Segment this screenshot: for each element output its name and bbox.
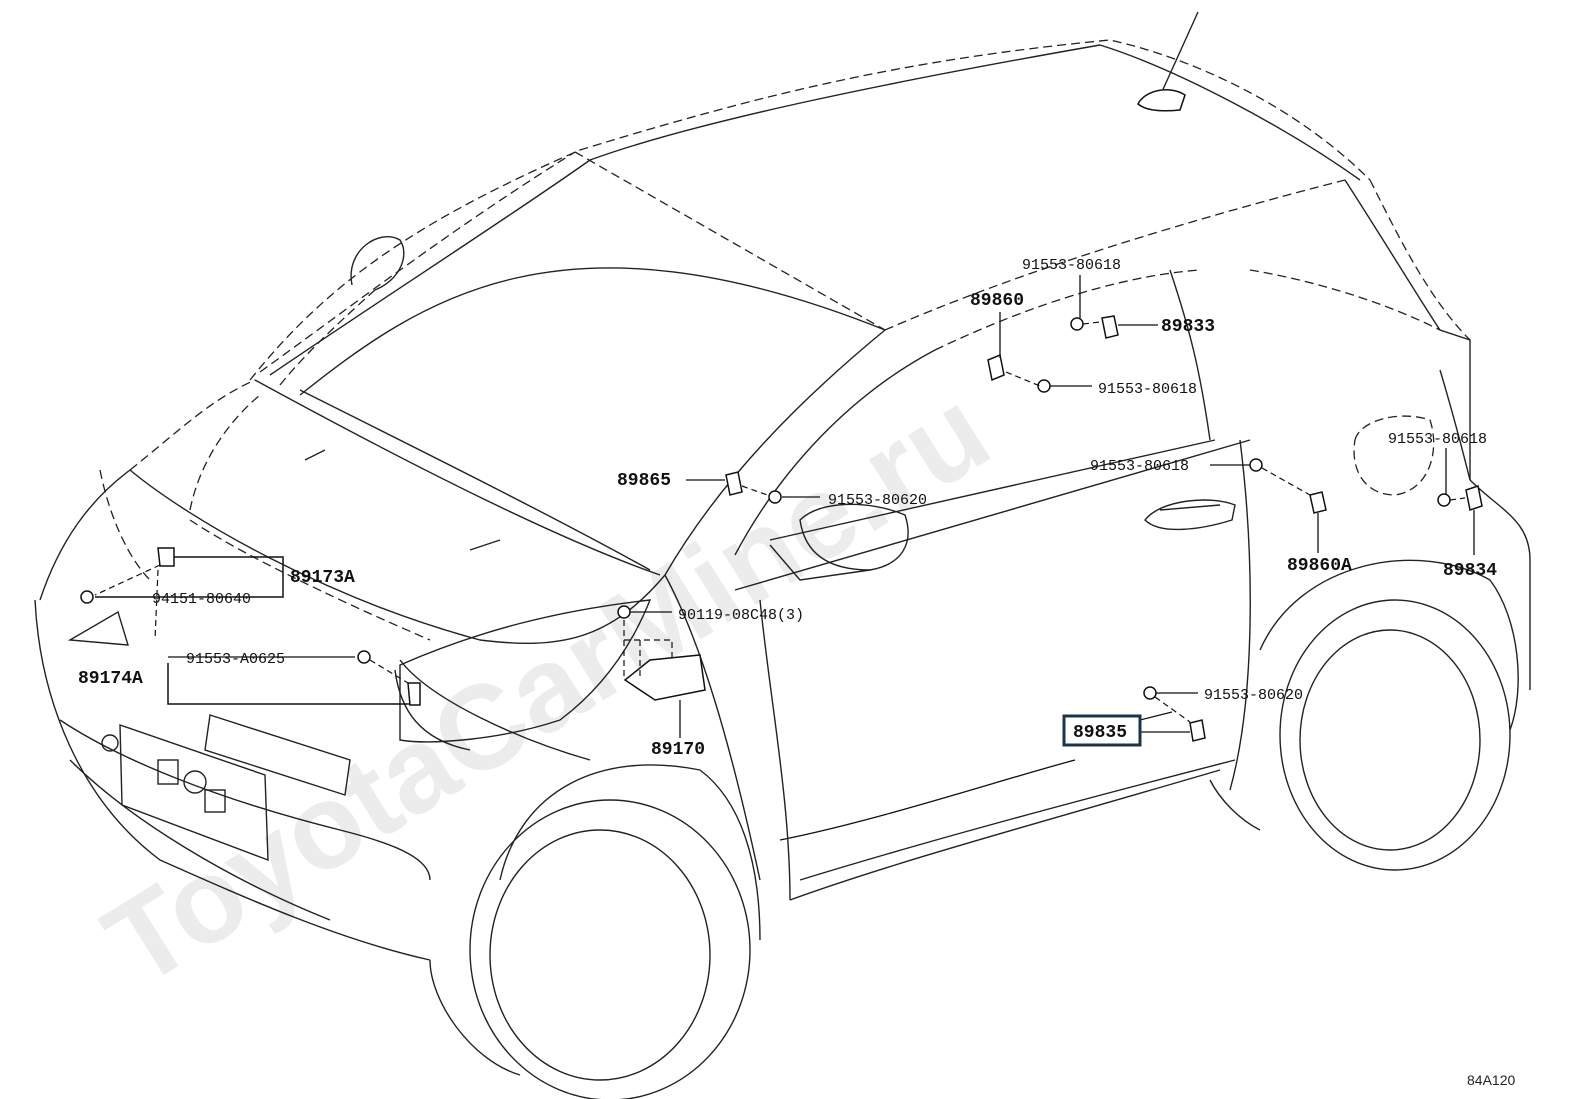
highlight-box-89835 xyxy=(1062,714,1142,747)
diagram-code: 84A120 xyxy=(1467,1072,1515,1088)
label-89170: 89170 xyxy=(651,740,705,760)
label-91553-A0625: 91553-A0625 xyxy=(186,651,285,668)
label-89860: 89860 xyxy=(970,291,1024,311)
label-89865: 89865 xyxy=(617,471,671,491)
label-89833: 89833 xyxy=(1161,317,1215,337)
part-labels: 89173A 94151-80640 89174A 91553-A0625 89… xyxy=(78,257,1497,760)
label-89173A: 89173A xyxy=(290,568,355,588)
label-94151-80640: 94151-80640 xyxy=(152,591,251,608)
label-89834: 89834 xyxy=(1443,561,1497,581)
watermark-text: ToyotaCarMine.ru xyxy=(83,363,1012,1013)
label-89174A: 89174A xyxy=(78,669,143,689)
label-91553-80620-bottom: 91553-80620 xyxy=(1204,687,1303,704)
label-91553-80618-c: 91553-80618 xyxy=(1090,458,1189,475)
label-91553-80620-top: 91553-80620 xyxy=(828,492,927,509)
label-91553-80618-a: 91553-80618 xyxy=(1022,257,1121,274)
label-89860A: 89860A xyxy=(1287,556,1352,576)
label-91553-80618-b: 91553-80618 xyxy=(1098,381,1197,398)
label-91553-80618-d: 91553-80618 xyxy=(1388,431,1487,448)
label-90119-08C48: 90119-08C48(3) xyxy=(678,607,804,624)
leader-lines xyxy=(94,275,1475,841)
label-89835: 89835 xyxy=(1073,723,1127,743)
car-body-illustration xyxy=(34,11,1531,1099)
part-symbols xyxy=(80,315,1483,742)
